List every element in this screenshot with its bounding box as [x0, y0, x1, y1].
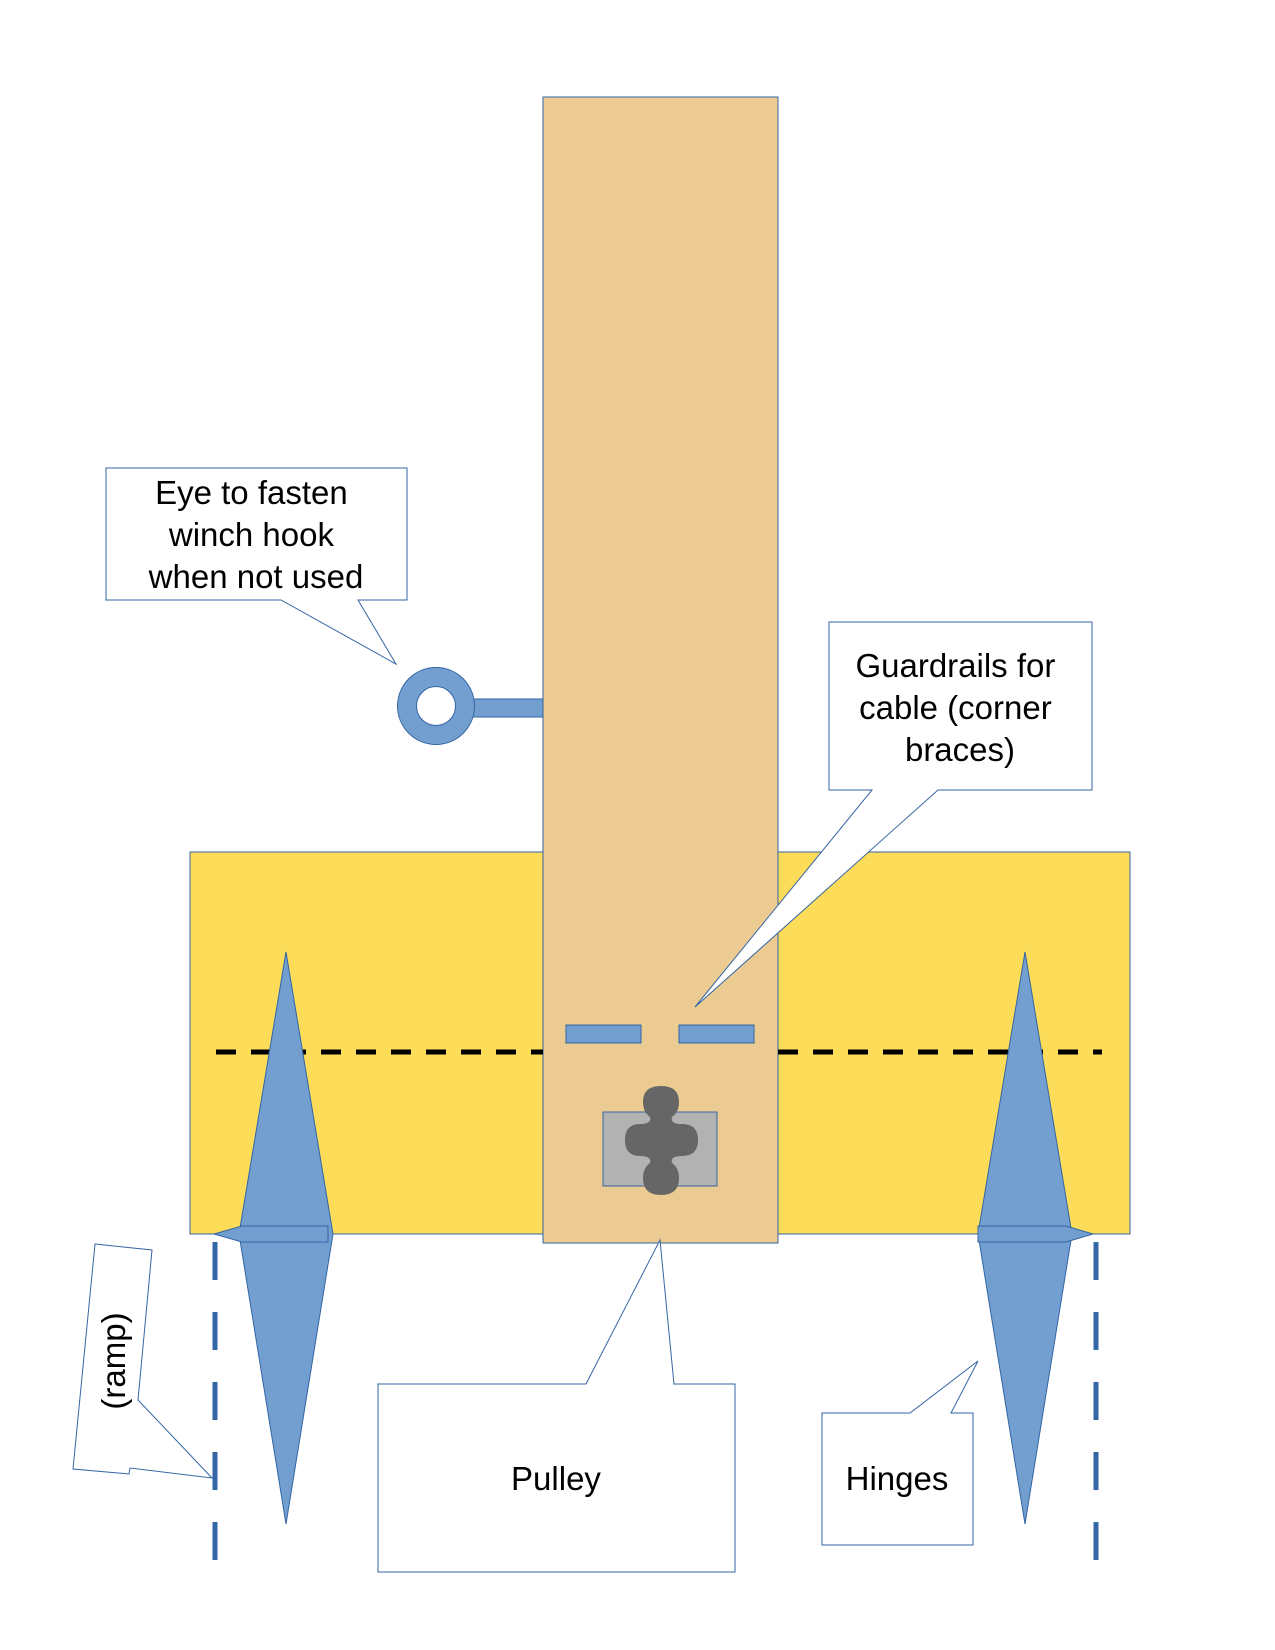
guardrail-left	[565, 1024, 642, 1044]
callout-pulley-label: Pulley	[511, 1460, 601, 1497]
hinge-icon	[212, 951, 334, 1525]
callout-guardrails-text: Guardrails for cable (corner braces)	[855, 647, 1064, 768]
callout-guardrails-line-2: cable (corner	[859, 689, 1052, 726]
vertical-post	[542, 96, 779, 1244]
callout-eye-line-1: Eye to fasten	[155, 474, 348, 511]
guardrail-right	[678, 1024, 755, 1044]
callout-guardrails: Guardrails for cable (corner braces)	[694, 621, 1093, 1008]
callout-pulley: Pulley	[377, 1238, 736, 1573]
callout-eye-text: Eye to fasten winch hook when not used	[148, 474, 364, 595]
callout-guardrails-line-1: Guardrails for	[855, 647, 1055, 684]
hinge-icon	[977, 951, 1095, 1525]
eye-bolt-icon	[397, 667, 544, 745]
callout-hinges-label: Hinges	[846, 1460, 949, 1497]
callout-ramp-label: (ramp)	[95, 1312, 132, 1409]
callout-ramp: (ramp)	[72, 1243, 214, 1479]
pulley-icon	[602, 1086, 718, 1195]
callout-eye-line-2: winch hook	[168, 516, 335, 553]
callout-guardrails-line-3: braces)	[905, 731, 1015, 768]
callout-eye-line-3: when not used	[148, 558, 364, 595]
callout-hinges: Hinges	[821, 1360, 979, 1546]
callout-eye: Eye to fasten winch hook when not used	[105, 467, 408, 666]
